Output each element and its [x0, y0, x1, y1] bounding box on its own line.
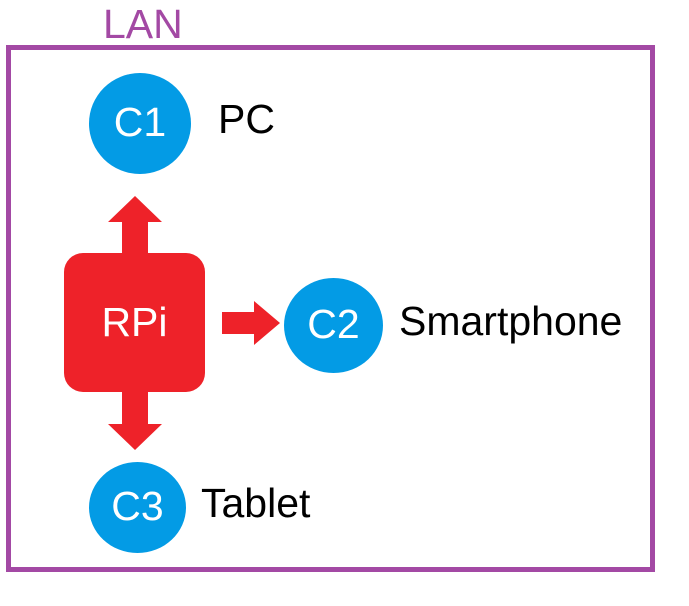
arrow-down-icon — [108, 392, 162, 450]
node-c3-label-tablet: Tablet — [201, 480, 311, 526]
node-rpi[interactable]: RPi — [64, 253, 205, 392]
node-c1-text: C1 — [113, 99, 167, 145]
node-rpi-text: RPi — [101, 299, 168, 345]
node-c3-text: C3 — [111, 483, 164, 529]
node-c3[interactable]: C3 — [89, 462, 186, 553]
node-c1[interactable]: C1 — [89, 73, 191, 174]
node-c2[interactable]: C2 — [284, 278, 383, 373]
lan-label: LAN — [103, 1, 183, 47]
node-c1-label-pc: PC — [218, 96, 275, 142]
arrow-up-icon — [108, 196, 162, 254]
node-c2-label-smartphone: Smartphone — [399, 298, 623, 344]
arrow-right-icon — [222, 301, 280, 345]
node-c2-text: C2 — [307, 301, 360, 347]
lan-boundary-box — [6, 45, 655, 572]
